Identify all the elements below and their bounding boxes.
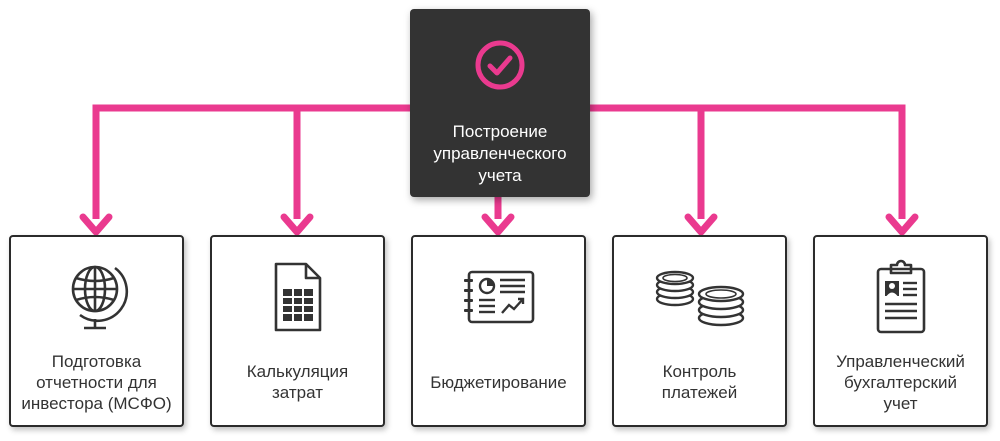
coins-stack-icon xyxy=(655,270,744,327)
spreadsheet-document-icon xyxy=(274,262,321,332)
arrowhead-2 xyxy=(280,213,314,236)
report-notebook-icon xyxy=(463,270,534,324)
arrowhead-4 xyxy=(684,213,718,236)
arrowhead-3 xyxy=(481,213,515,236)
clipboard-profile-icon xyxy=(876,259,925,334)
main-process-box: Построение управленческого учета xyxy=(410,9,590,197)
main-process-label: Построение управленческого учета xyxy=(433,122,567,185)
card-ifrs-reporting: Подготовка отчетности для инвестора (МСФ… xyxy=(9,235,184,427)
arrowhead-5 xyxy=(885,213,919,236)
card-label: Бюджетирование xyxy=(430,372,567,392)
card-label: Калькуляция затрат xyxy=(246,362,349,402)
globe-icon xyxy=(71,265,128,330)
card-budgeting: Бюджетирование xyxy=(411,235,586,427)
card-management-accounting: Управленческий бухгалтерский учет xyxy=(813,235,988,427)
card-payment-control: Контроль платежей xyxy=(612,235,787,427)
checkmark-circle-icon xyxy=(475,40,525,90)
arrowhead-1 xyxy=(79,213,113,236)
card-label: Подготовка отчетности для инвестора (МСФ… xyxy=(21,351,172,413)
card-label: Управленческий бухгалтерский учет xyxy=(836,351,965,413)
card-label: Контроль платежей xyxy=(661,362,738,402)
card-cost-calculation: Калькуляция затрат xyxy=(210,235,385,427)
